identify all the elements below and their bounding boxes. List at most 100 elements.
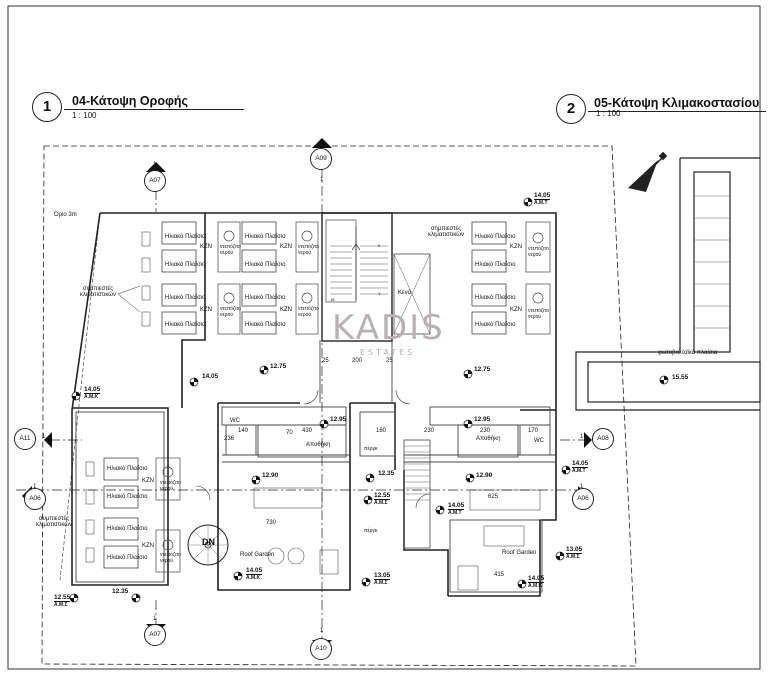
kzn-label: KZN [142, 478, 154, 484]
water-tank-label: ντεπόζιτο νερού [528, 308, 549, 320]
elevation-label: 12.95 [330, 416, 347, 423]
dimension-label: 236 [224, 436, 235, 442]
water-tank-label: ντεπόζιτο νερού [220, 306, 241, 318]
solar-panels-group [103, 221, 507, 569]
dimension-label: 25 [322, 358, 329, 364]
kzn-label: KZN [510, 307, 522, 313]
wc-label: WC [230, 418, 240, 424]
staircase-view-outline [575, 157, 761, 411]
roof-garden-label: Roof Garden [502, 550, 537, 556]
solar-panel-label: Ηλιακό Πλαίσιο [475, 262, 516, 268]
water-tank-label: ντεπόζιτο νερού [160, 552, 181, 564]
solar-panel-label: Ηλιακό Πλαίσιο [245, 262, 286, 268]
pergola-label: πέργκ [364, 528, 378, 534]
elevation-label: 12.75 [474, 366, 491, 373]
plot-boundary [41, 145, 637, 667]
water-tank-label: ντεπόζιτο νερού [220, 244, 241, 256]
dimension-label: 25 [386, 358, 393, 364]
view-scale: 1 : 100 [72, 111, 97, 120]
solar-panel-label: Ηλιακό Πλαίσιο [107, 555, 148, 561]
storage-label: Αποθήκη [306, 442, 331, 448]
solar-panel-label: Ηλιακό Πλαίσιο [245, 295, 286, 301]
view-number: 1 [32, 92, 62, 122]
watermark-brand: KADIS [332, 308, 445, 348]
kzn-label: KZN [200, 307, 212, 313]
void-label: Κενό [398, 290, 412, 296]
photovoltaic-label: φωτοβολταϊκά πλαίσια [658, 350, 718, 356]
water-tank-label: ντεπόζιτο νερού [528, 246, 549, 258]
dimension-label: 430 [302, 428, 313, 434]
view-scale: 1 : 100 [596, 109, 621, 118]
dimension-label: 230 [424, 428, 435, 434]
solar-panel-label: Ηλιακό Πλαίσιο [165, 295, 206, 301]
north-arrow-icon [628, 151, 668, 192]
section-marker-a08: A08 [592, 428, 614, 450]
dimension-label: 170 [528, 428, 539, 434]
elevation-label: 15.55 [672, 374, 689, 381]
ac-units-label: σημπιεστές κλιματιστικών [428, 226, 464, 238]
kzn-label: KZN [280, 244, 292, 250]
elevation-label: 12.75 [270, 363, 287, 370]
ac-units-label: συμπιεστές κλιματιστικών [36, 516, 72, 528]
dimension-label: 230 [480, 428, 491, 434]
elevation-label: 12.35 [112, 588, 129, 595]
solar-panel-label: Ηλιακό Πλαίσιο [107, 466, 148, 472]
storage-label: Αποθήκη [476, 436, 501, 442]
section-marker-a07-bottom: A07 [144, 624, 166, 646]
kzn-label: KZN [510, 244, 522, 250]
solar-panel-label: Ηλιακό Πλαίσιο [165, 322, 206, 328]
solar-panel-label: Ηλιακό Πλαίσιο [107, 526, 148, 532]
building-outline [71, 212, 557, 597]
kzn-label: KZN [142, 543, 154, 549]
pergola-label: πέργκ [364, 446, 378, 452]
dn-label: DN [202, 537, 215, 547]
water-tank-label: ντεπόζιτο νερού [298, 244, 319, 256]
water-tank-label: ντεπόζιτο νερού [298, 306, 319, 318]
dimension-label: 415 [494, 572, 505, 578]
elevation-label: 12.35 [378, 470, 395, 477]
dimension-label: 160 [376, 428, 387, 434]
solar-panel-label: Ηλιακό Πλαίσιο [245, 322, 286, 328]
dimension-label: 625 [488, 494, 499, 500]
view-number: 2 [556, 94, 586, 124]
dimension-label: 70 [286, 430, 293, 436]
dimension-label: 140 [238, 428, 249, 434]
solar-panel-label: Ηλιακό Πλαίσιο [245, 234, 286, 240]
solar-panel-label: Ηλιακό Πλαίσιο [165, 262, 206, 268]
roof-garden-label: Roof Garden [240, 552, 275, 558]
dimension-label: 730 [266, 520, 277, 526]
water-tank-label: ντεπόζιτο νερού [160, 480, 181, 492]
elevation-label: 12.95 [474, 416, 491, 423]
elevation-symbols [69, 197, 669, 603]
boundary-label: Όριο 3m [54, 212, 77, 218]
kzn-label: KZN [280, 307, 292, 313]
ac-units-label: συμπιεστές κλιματιστικών [80, 286, 116, 298]
elevation-label: 14.05 [202, 373, 219, 380]
section-marker-a11: A11 [14, 428, 36, 450]
solar-panel-label: Ηλιακό Πλαίσιο [475, 322, 516, 328]
elevation-label: 12.90 [262, 472, 279, 479]
solar-panel-label: Ηλιακό Πλαίσιο [475, 234, 516, 240]
kzn-label: KZN [200, 244, 212, 250]
solar-panel-label: Ηλιακό Πλαίσιο [107, 494, 148, 500]
view-name: 05-Κάτοψη Κλιμακοστασίου [594, 96, 760, 110]
watermark-sub: ESTATES [360, 348, 416, 357]
section-marker-a07-top: A07 [144, 170, 166, 192]
section-marker-a06-left: A06 [24, 488, 46, 510]
wc-label: WC [534, 438, 544, 444]
section-marker-a09: A09 [310, 148, 332, 170]
elevation-label: 12.90 [476, 472, 493, 479]
sheet-border [7, 5, 761, 670]
section-marker-a10: A10 [310, 638, 332, 660]
setback-line [59, 212, 101, 581]
